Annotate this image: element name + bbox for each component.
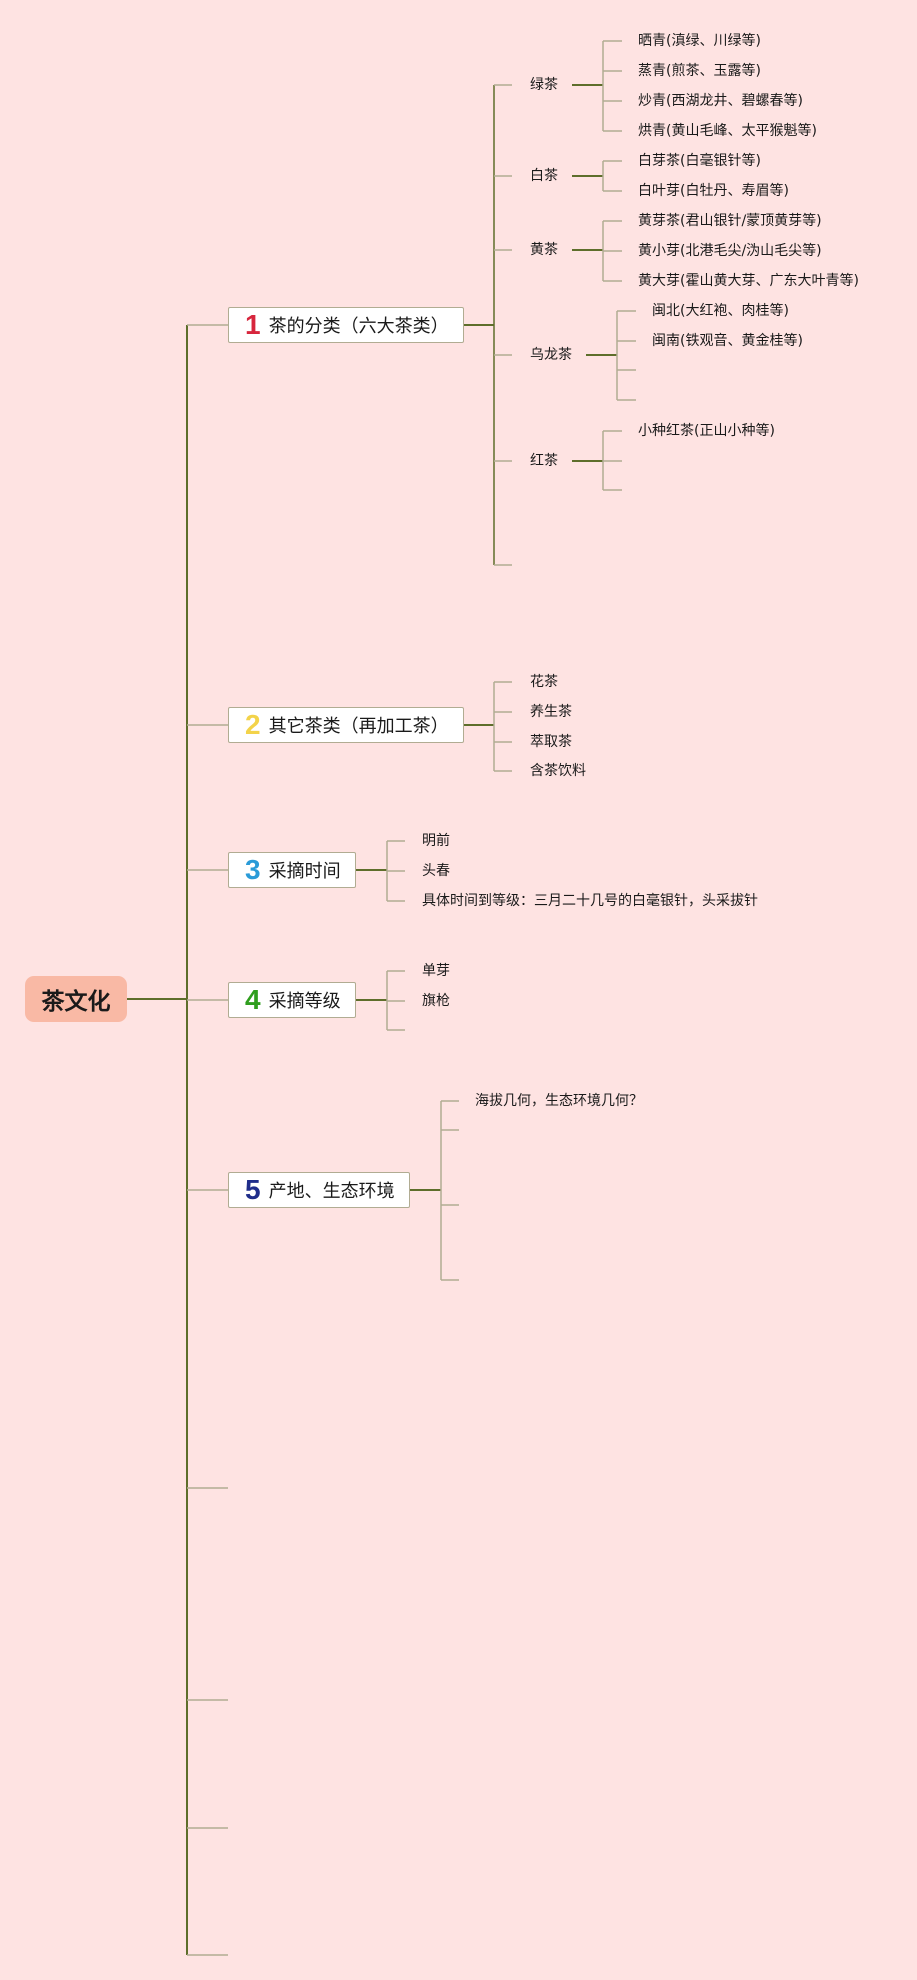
category-tea-classification[interactable]: 1 茶的分类（六大茶类）: [228, 307, 464, 343]
picking-grade-item[interactable]: 旗枪: [422, 993, 450, 1009]
tea-subtype[interactable]: 白芽茶(白毫银针等): [638, 153, 761, 169]
number-badge-5: 5: [245, 1174, 261, 1205]
picking-time-item[interactable]: 具体时间到等级：三月二十几号的白毫银针，头采拔针: [422, 893, 758, 909]
tea-subtype[interactable]: 闽南(铁观音、黄金桂等): [652, 333, 803, 349]
number-badge-2: 2: [245, 709, 261, 740]
category-label: 采摘时间: [268, 861, 341, 882]
category-label: 其它茶类（再加工茶）: [268, 716, 449, 737]
category-picking-time[interactable]: 3 采摘时间: [228, 852, 356, 888]
tea-subtype[interactable]: 黄大芽(霍山黄大芽、广东大叶青等): [638, 273, 859, 289]
tea-subtype[interactable]: 黄小芽(北港毛尖/沩山毛尖等): [638, 243, 822, 259]
picking-time-item[interactable]: 明前: [422, 833, 450, 849]
reprocessed-item[interactable]: 花茶: [530, 674, 558, 690]
picking-time-item[interactable]: 头春: [422, 863, 450, 879]
tea-subtype[interactable]: 闽北(大红袍、肉桂等): [652, 303, 789, 319]
number-badge-3: 3: [245, 854, 261, 885]
category-label: 采摘等级: [268, 991, 341, 1012]
number-badge-4: 4: [245, 984, 261, 1015]
tea-type-white[interactable]: 白茶: [530, 168, 558, 184]
reprocessed-item[interactable]: 养生茶: [530, 704, 572, 720]
origin-item[interactable]: 海拔几何，生态环境几何？: [475, 1093, 643, 1109]
tea-type-oolong[interactable]: 乌龙茶: [530, 347, 572, 363]
category-label: 产地、生态环境: [268, 1181, 395, 1202]
tea-subtype[interactable]: 蒸青(煎茶、玉露等): [638, 63, 761, 79]
picking-grade-item[interactable]: 单芽: [422, 963, 450, 979]
tea-subtype[interactable]: 炒青(西湖龙井、碧螺春等): [638, 93, 803, 109]
tea-subtype[interactable]: 烘青(黄山毛峰、太平猴魁等): [638, 123, 817, 139]
tea-type-black[interactable]: 红茶: [530, 453, 558, 469]
category-origin-environment[interactable]: 5 产地、生态环境: [228, 1172, 410, 1208]
category-label: 茶的分类（六大茶类）: [268, 316, 449, 337]
tea-subtype[interactable]: 晒青(滇绿、川绿等): [638, 33, 761, 49]
tea-type-yellow[interactable]: 黄茶: [530, 242, 558, 258]
root-node[interactable]: 茶文化: [25, 976, 127, 1022]
tea-type-green[interactable]: 绿茶: [530, 77, 558, 93]
tea-subtype[interactable]: 小种红茶(正山小种等): [638, 423, 775, 439]
category-reprocessed-tea[interactable]: 2 其它茶类（再加工茶）: [228, 707, 464, 743]
number-badge-1: 1: [245, 309, 261, 340]
reprocessed-item[interactable]: 萃取茶: [530, 734, 572, 750]
reprocessed-item[interactable]: 含茶饮料: [530, 763, 586, 779]
tea-subtype[interactable]: 黄芽茶(君山银针/蒙顶黄芽等): [638, 213, 822, 229]
tea-subtype[interactable]: 白叶芽(白牡丹、寿眉等): [638, 183, 789, 199]
category-picking-grade[interactable]: 4 采摘等级: [228, 982, 356, 1018]
